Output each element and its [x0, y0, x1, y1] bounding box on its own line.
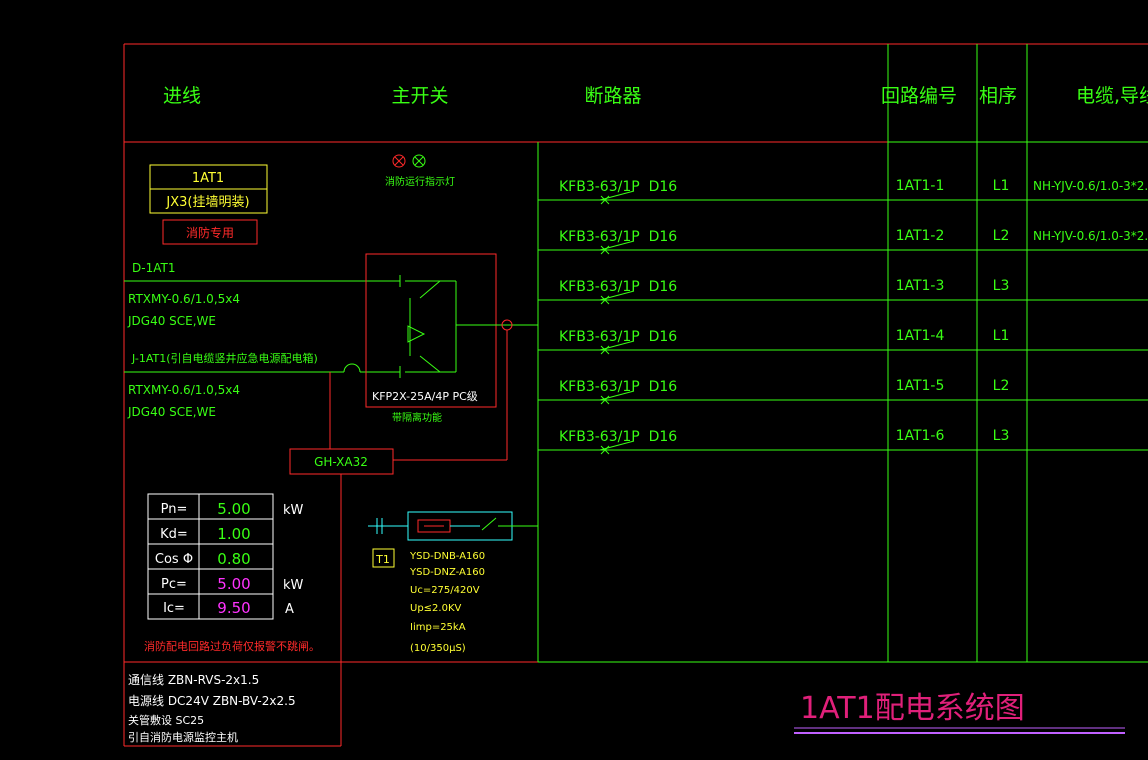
circuit-1: KFB3-63/1P D16 1AT1-1 L1 NH-YJV-0.6/1.0-… [559, 178, 1148, 195]
breaker-symbols [599, 190, 635, 455]
incoming-line1-id: D-1AT1 [132, 261, 175, 275]
panel-install: JX3(挂墙明装) [165, 195, 249, 210]
incoming-line2-cable: RTXMY-0.6/1.0,5x4 [128, 383, 240, 397]
circuit-id: 1AT1-1 [896, 178, 945, 194]
footer-note-2: 电源线 DC24V ZBN-BV-2x2.5 [128, 694, 296, 708]
calc-label-0: Pn= [161, 502, 188, 517]
panel-id-box: 1AT1 JX3(挂墙明装) 消防专用 [149, 164, 268, 245]
calc-value-4: 9.50 [217, 599, 250, 617]
circuit-id: 1AT1-3 [896, 278, 945, 294]
circuit-2: KFB3-63/1P D16 1AT1-2 L2 NH-YJV-0.6/1.0-… [559, 228, 1148, 245]
calc-label-4: Ic= [163, 601, 185, 616]
header-breaker: 断路器 [584, 85, 641, 107]
calc-value-3: 5.00 [217, 575, 250, 593]
spd-line-3: Up≤2.0KV [410, 603, 462, 614]
calc-value-1: 1.00 [217, 525, 250, 543]
incoming-wires [124, 280, 400, 373]
breaker-label: KFB3-63/1P D16 [559, 329, 677, 345]
circuit-cable: NH-YJV-0.6/1.0-3*2. [1033, 179, 1148, 193]
spd-tag: T1 [375, 553, 390, 566]
incoming-line1-conduit: JDG40 SCE,WE [127, 314, 216, 328]
breaker-label: KFB3-63/1P D16 [559, 379, 677, 395]
calc-values: Pn= 5.00 kW Kd= 1.00 Cos Φ 0.80 Pc= 5.00… [155, 500, 304, 617]
monitor-module: GH-XA32 [289, 372, 507, 662]
circuit-id: 1AT1-6 [896, 428, 945, 444]
calc-unit-0: kW [283, 503, 304, 518]
circuit-id: 1AT1-2 [896, 228, 945, 244]
ats-note: 带隔离功能 [392, 411, 442, 424]
circuit-phase: L2 [993, 228, 1010, 244]
circuit-cable: NH-YJV-0.6/1.0-3*2. [1033, 229, 1148, 243]
calc-label-3: Pc= [161, 577, 187, 592]
spd-line-4: Iimp=25kA [410, 622, 466, 633]
circuit-5: KFB3-63/1P D16 1AT1-5 L2 [559, 378, 1009, 395]
header-circuit-no: 回路编号 [881, 85, 957, 107]
load-calc-table [147, 493, 274, 620]
ats-model: KFP2X-25A/4P PC级 [372, 390, 478, 403]
footer-note-4: 引自消防电源监控主机 [128, 730, 238, 744]
panel-name: 1AT1 [192, 171, 224, 186]
incoming-line1-cable: RTXMY-0.6/1.0,5x4 [128, 292, 240, 306]
breaker-label: KFB3-63/1P D16 [559, 279, 677, 295]
footer-note-3: 关管敷设 SC25 [128, 713, 204, 727]
calc-unit-3: kW [283, 578, 304, 593]
circuit-grid [537, 44, 1148, 663]
calc-unit-4: A [285, 602, 294, 617]
surge-protector: T1 YSD-DNB-A160 YSD-DNZ-A160 Uc=275/420V… [368, 511, 538, 654]
spd-line-2: Uc=275/420V [410, 585, 480, 596]
calc-label-2: Cos Φ [155, 552, 193, 567]
diagram-title: 1AT1配电系统图 [800, 691, 1025, 726]
breaker-label: KFB3-63/1P D16 [559, 229, 677, 245]
circuit-phase: L1 [993, 178, 1010, 194]
circuit-phase: L2 [993, 378, 1010, 394]
panel-tag: 消防专用 [186, 225, 234, 240]
circuit-id: 1AT1-5 [896, 378, 945, 394]
incoming-line2-id: J-1AT1(引自电缆竖井应急电源配电箱) [131, 351, 318, 365]
spd-line-0: YSD-DNB-A160 [409, 551, 485, 562]
breaker-label: KFB3-63/1P D16 [559, 179, 677, 195]
circuit-4: KFB3-63/1P D16 1AT1-4 L1 [559, 328, 1009, 345]
circuit-id: 1AT1-4 [896, 328, 945, 344]
header-phase: 相序 [979, 85, 1017, 107]
header-incoming: 进线 [163, 85, 201, 107]
spd-line-1: YSD-DNZ-A160 [409, 567, 485, 578]
indicator-label: 消防运行指示灯 [385, 175, 455, 188]
calc-note: 消防配电回路过负荷仅报警不跳闸。 [144, 639, 320, 653]
header-main-switch: 主开关 [391, 85, 448, 107]
footer-note-1: 通信线 ZBN-RVS-2x1.5 [128, 673, 259, 687]
circuit-3: KFB3-63/1P D16 1AT1-3 L3 [559, 278, 1009, 295]
circuit-6: KFB3-63/1P D16 1AT1-6 L3 [559, 428, 1009, 445]
circuit-phase: L3 [993, 428, 1010, 444]
monitor-model: GH-XA32 [314, 455, 368, 469]
header-cable: 电缆,导线,保 [1076, 85, 1148, 107]
circuit-phase: L3 [993, 278, 1010, 294]
circuit-phase: L1 [993, 328, 1010, 344]
spd-line-5: (10/350μS) [410, 643, 466, 654]
ats-switch: KFP2X-25A/4P PC级 带隔离功能 [365, 253, 538, 460]
calc-value-0: 5.00 [217, 500, 250, 518]
breaker-label: KFB3-63/1P D16 [559, 429, 677, 445]
calc-label-1: Kd= [160, 527, 188, 542]
incoming-line2-conduit: JDG40 SCE,WE [127, 405, 216, 419]
calc-value-2: 0.80 [217, 550, 250, 568]
indicator-lamp-icon [392, 154, 426, 168]
